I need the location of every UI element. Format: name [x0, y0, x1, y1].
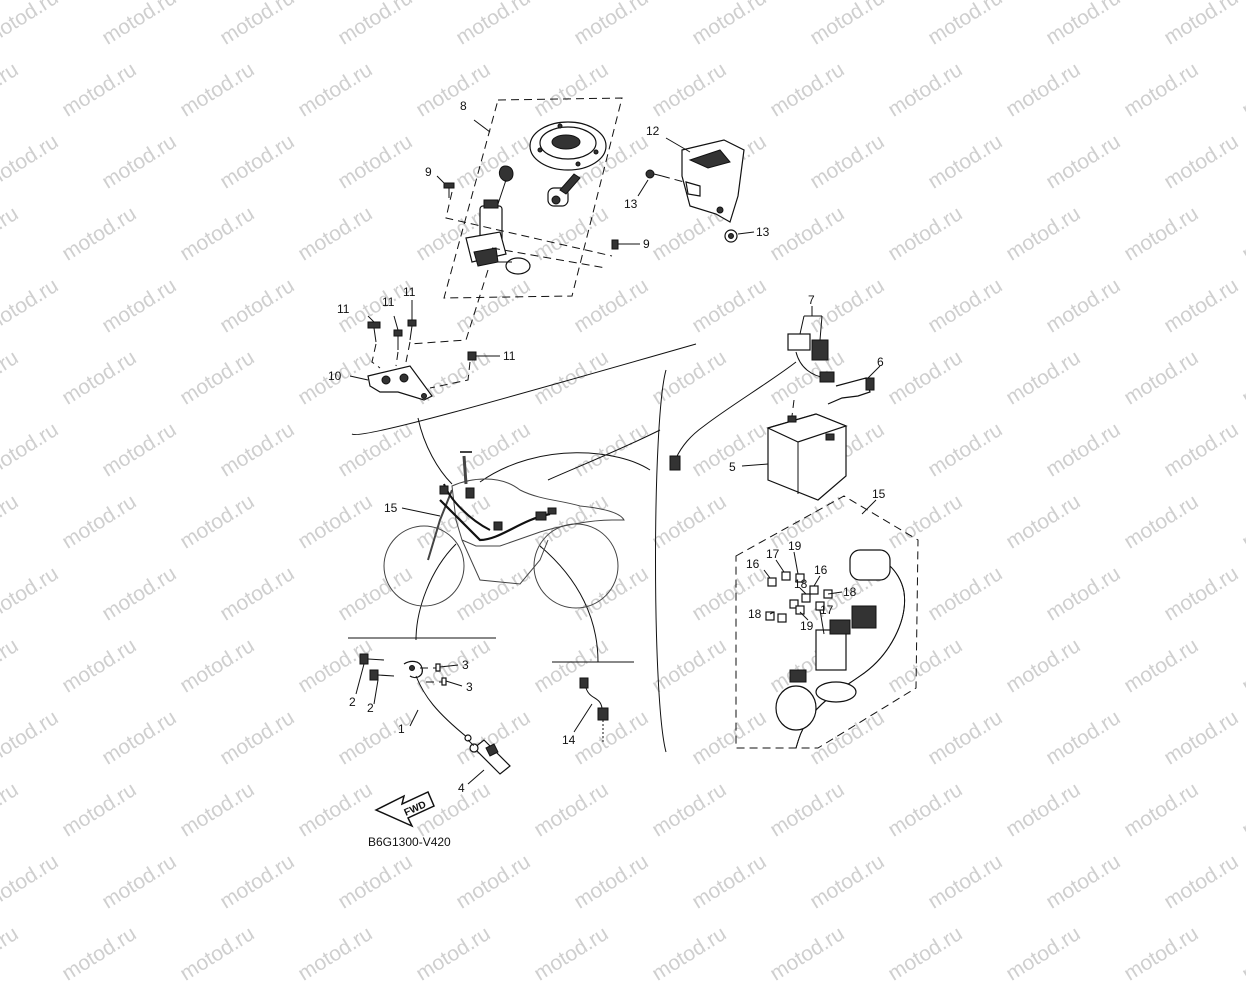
section-divider-top — [351, 343, 697, 436]
main-switch-assembly — [465, 199, 531, 275]
lead-wire-1 — [403, 660, 472, 742]
assembly-line — [491, 247, 607, 269]
assembly-line — [445, 191, 613, 257]
nut-13-right — [724, 229, 738, 243]
callout-15b: 15 — [872, 487, 886, 501]
leader-arc — [415, 543, 457, 641]
callout-19b: 19 — [800, 619, 814, 633]
assembly-line — [409, 269, 489, 345]
callout-16a: 16 — [746, 557, 760, 571]
bolt-11-a — [367, 321, 381, 343]
small-collar-3-lower — [441, 677, 447, 686]
assembly-line — [429, 361, 471, 389]
callout-1: 1 — [398, 722, 405, 736]
group-15-dashed-box — [735, 495, 919, 749]
battery-band-6 — [827, 377, 875, 405]
screw-13-left — [645, 169, 685, 183]
diagram-code: B6G1300-V420 — [368, 835, 451, 849]
spark-plug-cap-4 — [469, 739, 511, 775]
bolt-2-lower — [369, 669, 395, 681]
callout-11b: 11 — [382, 295, 395, 309]
section-divider-right — [655, 369, 667, 753]
callout-14: 14 — [562, 733, 576, 747]
callout-17b: 17 — [820, 603, 834, 617]
leader-arc — [479, 452, 651, 483]
fuel-tank-cap — [529, 121, 607, 171]
callout-2b: 2 — [367, 701, 374, 715]
callout-19a: 19 — [788, 539, 802, 553]
leader-arc — [417, 417, 453, 485]
bracket-10 — [367, 365, 433, 401]
callout-6: 6 — [877, 355, 884, 369]
callout-4: 4 — [458, 781, 465, 795]
callout-18c: 18 — [748, 607, 762, 621]
seat-lock-cylinder — [547, 173, 581, 207]
fwd-arrow-icon: FWD — [374, 790, 435, 828]
callout-9b: 9 — [643, 237, 650, 251]
callout-18b: 18 — [843, 585, 857, 599]
callout-16b: 16 — [814, 563, 828, 577]
starter-relay-7 — [787, 333, 835, 383]
callout-3b: 3 — [466, 680, 473, 694]
assembly-line — [371, 343, 381, 369]
callout-5: 5 — [729, 460, 736, 474]
callout-2a: 2 — [349, 695, 356, 709]
bolt-11-c — [407, 319, 417, 341]
callout-11c: 11 — [403, 285, 416, 299]
sensor-14 — [579, 677, 609, 742]
callout-13a: 13 — [624, 197, 638, 211]
callout-15a: 15 — [384, 501, 398, 515]
bolt-9-right — [611, 239, 628, 250]
leader-arc — [539, 545, 599, 663]
bolt-2-upper — [359, 653, 385, 665]
assembly-line — [395, 351, 399, 367]
leader-arc — [547, 429, 661, 481]
callout-12: 12 — [646, 124, 660, 138]
motorcycle-silhouette — [383, 451, 625, 609]
callout-17a: 17 — [766, 547, 780, 561]
callout-11a: 11 — [337, 302, 350, 316]
lead-connector — [669, 455, 681, 471]
group-8-dashed-box — [443, 97, 623, 299]
callout-9a: 9 — [425, 165, 432, 179]
battery-5 — [766, 413, 848, 501]
wire-harness-15 — [775, 549, 906, 749]
callout-3a: 3 — [462, 658, 469, 672]
callout-7: 7 — [808, 293, 815, 307]
callout-13b: 13 — [756, 225, 770, 239]
callout-8: 8 — [460, 99, 467, 113]
callout-10: 10 — [328, 369, 342, 383]
diagram-svg: 1 2 2 3 3 4 5 6 7 8 9 9 10 11 11 11 11 1… — [328, 97, 919, 849]
cover-12 — [681, 139, 745, 223]
bolt-11-b — [393, 329, 403, 350]
bolt-9-left — [443, 182, 455, 198]
small-collar-3-upper — [435, 663, 441, 672]
callout-11d: 11 — [503, 349, 516, 363]
assembly-line — [405, 341, 411, 363]
callout-18a: 18 — [794, 577, 808, 591]
battery-lead-wire — [675, 361, 797, 459]
ignition-key — [497, 165, 514, 205]
